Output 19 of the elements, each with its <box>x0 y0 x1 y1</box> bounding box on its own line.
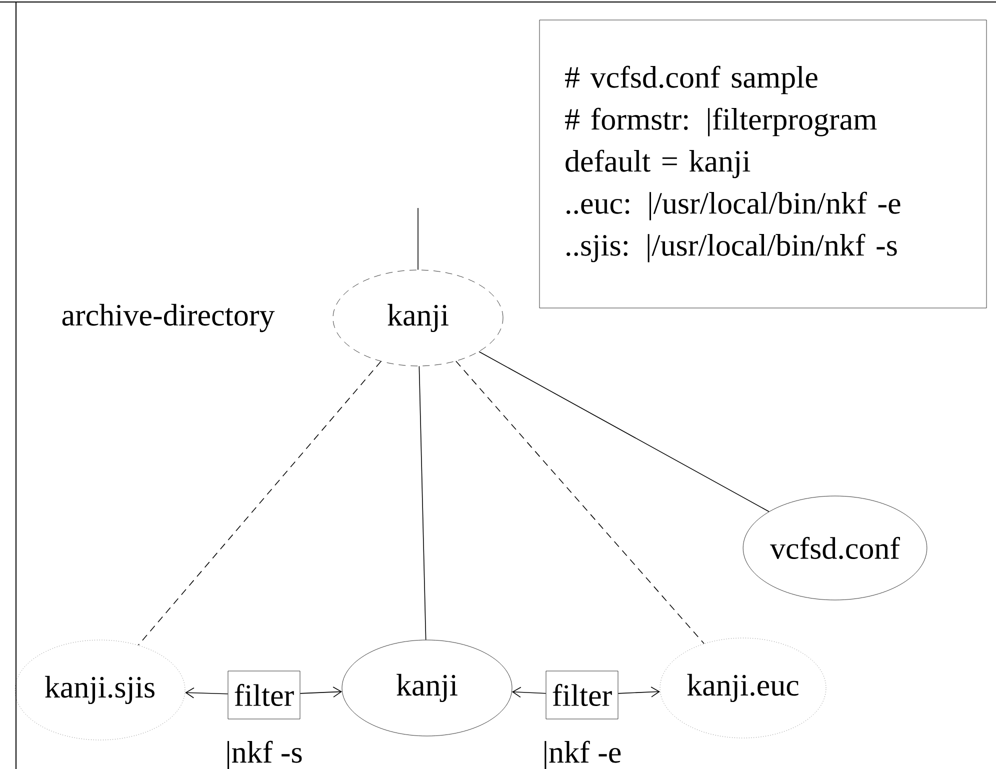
node-caption: archive-directory <box>62 304 275 332</box>
process-box: filter <box>546 670 618 720</box>
node-caption: |nkf -e <box>544 740 621 769</box>
node-caption: |nkf -s <box>228 740 302 769</box>
process-box: filter <box>228 670 300 720</box>
connector-line <box>138 361 382 646</box>
arrow <box>618 686 660 698</box>
ellipse-node: vcfsd.conf <box>742 496 928 600</box>
ellipse-node: kanji <box>332 270 504 366</box>
connector-line <box>456 360 704 644</box>
arrow <box>185 687 228 698</box>
ellipse-node: kanji.sjis <box>14 640 186 740</box>
ellipse-node: kanji <box>342 640 512 736</box>
arrow <box>512 686 546 698</box>
connector-line <box>418 366 426 640</box>
arrow <box>300 686 342 698</box>
connector-line <box>478 351 770 512</box>
ellipse-node: kanji.euc <box>660 638 826 738</box>
config-box: # vcfsd.conf sample # formstr: |filterprogram default = kanji ..euc: |/usr/local/bin/nkf -e ..sjis: |/usr/local/bin/nkf -s <box>539 20 987 308</box>
